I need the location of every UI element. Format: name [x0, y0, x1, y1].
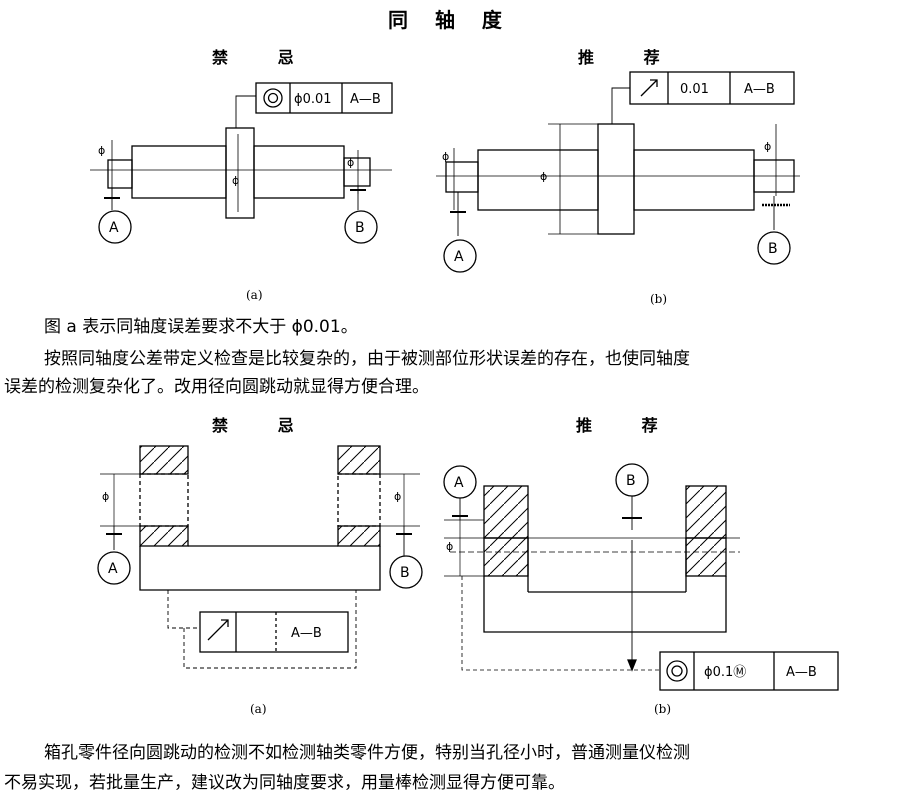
right-hole-bore: [337, 473, 381, 527]
paragraph-3-line-1: 箱孔零件径向圆跳动的检测不如检测轴类零件方便，特别当孔径小时，普通测量仪检测: [44, 743, 690, 763]
bottom-left-frame: [199, 611, 349, 653]
top-left-dia-mark: ϕ: [98, 144, 105, 157]
top-left-datum-b: B: [355, 220, 365, 236]
bottom-left-dia-mark: ϕ: [102, 490, 109, 503]
shaft-body-right: [633, 149, 755, 211]
right-wall-hatch-top: [337, 445, 381, 475]
shaft-right-step: [753, 159, 795, 193]
radial-runout-icon: [640, 79, 658, 97]
bottom-right-heading: 推 荐: [576, 416, 680, 435]
top-right-datum-a: A: [454, 249, 464, 265]
datum-b-circle: [344, 210, 378, 244]
top-right-frame: [629, 71, 795, 105]
coaxiality-icon: [263, 88, 283, 108]
top-left-datum-a: A: [109, 220, 119, 236]
bottom-left-datum-b: B: [400, 565, 410, 581]
right-wall-hatch: [685, 485, 727, 539]
bottom-right-drawing: [443, 463, 839, 691]
datum-b-circle: [757, 231, 791, 265]
top-right-dia-mark: ϕ: [442, 150, 449, 163]
left-wall-hatch-top: [139, 445, 189, 475]
datum-a-circle: [443, 465, 477, 499]
top-left-heading: 禁 忌: [212, 48, 316, 67]
datum-a-circle: [97, 551, 131, 585]
top-right-heading: 推 荐: [578, 48, 682, 67]
datum-b-circle: [389, 555, 423, 589]
radial-runout-icon: [207, 619, 229, 641]
datum-a-circle: [98, 210, 132, 244]
bottom-right-frame: [659, 651, 839, 691]
top-right-caption: (b): [650, 292, 668, 306]
top-right-datum-b: B: [768, 241, 778, 257]
bottom-right-datum-b: B: [626, 473, 636, 489]
left-wall-hatch: [483, 485, 529, 539]
shaft-flange: [225, 127, 255, 219]
shaft-body-left: [131, 145, 227, 199]
datum-a-circle: [443, 239, 477, 273]
paragraph-2-line-1: 按照同轴度公差带定义检查是比较复杂的，由于被测部位形状误差的存在，也使同轴度: [44, 349, 690, 369]
bottom-left-drawing: [97, 445, 423, 669]
shaft-body-left: [477, 149, 599, 211]
bottom-left-dia-mark-2: ϕ: [394, 490, 401, 503]
top-right-dia-mark-2: ϕ: [540, 170, 547, 183]
bottom-left-frame-datum: A—B: [291, 626, 322, 641]
top-right-frame-datum: A—B: [744, 82, 775, 97]
shaft-left-step: [445, 161, 479, 193]
paragraph-1: 图 a 表示同轴度误差要求不大于 ϕ0.01。: [44, 317, 358, 337]
bottom-right-datum-a: A: [454, 475, 464, 491]
bottom-right-frame-datum: A—B: [786, 665, 817, 680]
shaft-flange: [597, 123, 635, 235]
top-left-drawing: [90, 82, 393, 244]
top-right-frame-tolerance: 0.01: [680, 82, 709, 97]
bottom-right-dia-mark: ϕ: [446, 540, 453, 553]
paragraph-2-line-2: 误差的检测复杂化了。改用径向圆跳动就显得方便合理。: [4, 377, 429, 397]
top-left-frame: [255, 82, 393, 114]
page-title: 同 轴 度: [388, 8, 512, 32]
top-left-dia-mark-2: ϕ: [232, 174, 239, 187]
top-left-caption: (a): [246, 288, 263, 302]
left-hole-bore: [139, 473, 189, 527]
top-left-frame-tolerance: ϕ0.01: [294, 92, 332, 107]
bottom-left-caption: (a): [250, 702, 267, 716]
top-left-frame-datum: A—B: [350, 92, 381, 107]
datum-b-circle: [615, 463, 649, 497]
paragraph-3-line-2: 不易实现，若批量生产，建议改为同轴度要求，用量棒检测显得方便可靠。: [4, 773, 565, 793]
shaft-body-right: [253, 145, 345, 199]
bottom-right-caption: (b): [654, 702, 672, 716]
shaft-right-step: [343, 157, 371, 187]
top-right-drawing: [436, 71, 800, 273]
bottom-right-frame-tolerance: ϕ0.1Ⓜ: [704, 665, 746, 680]
bottom-left-heading: 禁 忌: [212, 416, 316, 435]
coaxiality-icon: [666, 660, 688, 682]
bottom-left-datum-a: A: [108, 561, 118, 577]
top-left-dia-mark-3: ϕ: [347, 156, 354, 169]
top-right-dia-mark-3: ϕ: [764, 140, 771, 153]
